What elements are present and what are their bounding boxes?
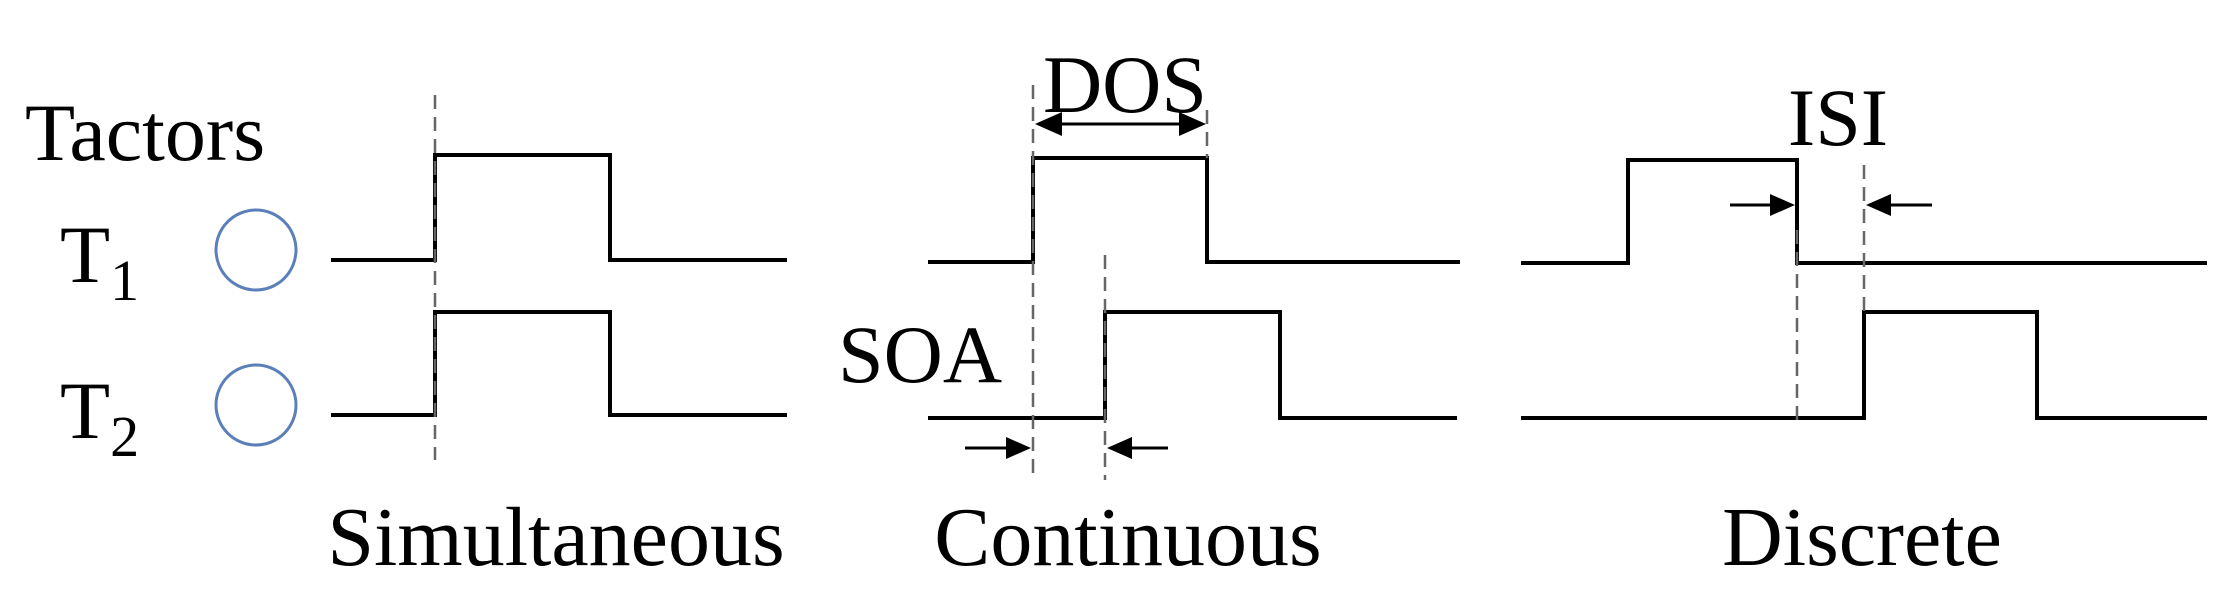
waveform-t2 — [331, 310, 787, 417]
dos-arrowhead-left — [1035, 112, 1062, 136]
waveform-t1 — [928, 156, 1460, 264]
panel-simultaneous: Simultaneous — [327, 95, 787, 584]
waveform-t2 — [1521, 310, 2207, 420]
dos-label: DOS — [1043, 39, 1207, 130]
t1-letter: T — [60, 209, 110, 300]
t2-subscript: 2 — [110, 404, 139, 469]
isi-label: ISI — [1788, 72, 1888, 163]
caption-continuous: Continuous — [934, 491, 1321, 584]
tactor-t1-circle — [214, 208, 298, 292]
tactors-label: Tactors — [25, 87, 265, 178]
waveform-t1 — [331, 153, 787, 262]
t2-label: T2 — [60, 365, 139, 469]
soa-label: SOA — [838, 309, 1002, 400]
t1-subscript: 1 — [110, 248, 139, 313]
tactor-t2-circle — [214, 363, 298, 447]
isi-arrowhead-left — [1770, 194, 1795, 216]
caption-discrete: Discrete — [1722, 491, 2002, 584]
t2-letter: T — [60, 365, 110, 456]
panel-discrete: ISI Discrete — [1521, 72, 2207, 584]
isi-arrowhead-right — [1866, 194, 1891, 216]
soa-arrowhead-right — [1107, 437, 1132, 459]
waveform-t2 — [928, 310, 1457, 420]
soa-arrowhead-left — [1006, 437, 1031, 459]
caption-simultaneous: Simultaneous — [327, 491, 784, 584]
dos-arrowhead-right — [1179, 112, 1206, 136]
panel-continuous: DOS SOA Continuous — [838, 39, 1460, 584]
t1-label: T1 — [60, 209, 139, 313]
